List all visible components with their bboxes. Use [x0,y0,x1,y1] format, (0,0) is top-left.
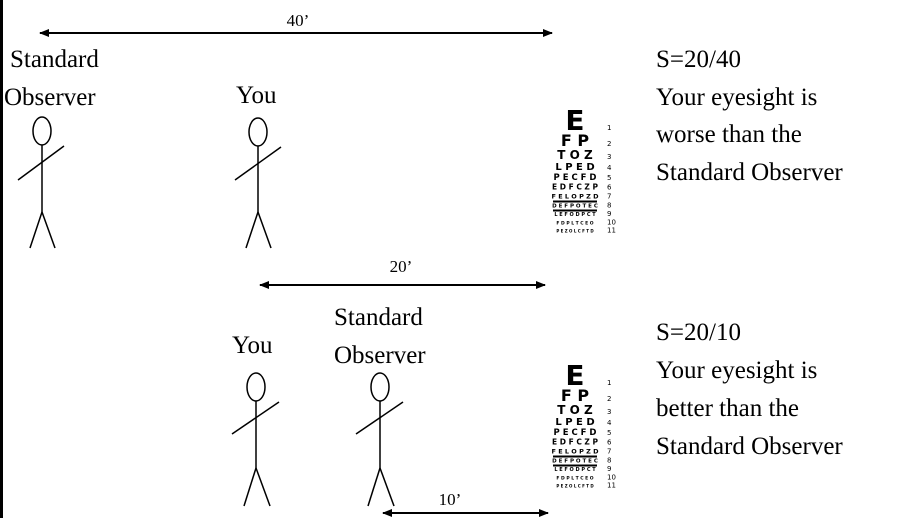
top-result-line3: Standard Observer [656,159,843,186]
bottom-eye-chart-row-1: E [565,359,584,392]
bottom-eye-chart-row-6: E D F C Z P [552,438,598,447]
bottom-you-label: You [232,332,273,359]
top-you-figure [234,117,282,249]
top-eye-chart-row-10: F D P L T C E O [556,221,593,227]
top-eye-chart-row-number-5: 5 [607,174,611,182]
bottom-eye-chart-row-7: F E L O P Z D [552,448,600,456]
bottom-eye-chart-row-number-7: 7 [607,448,611,456]
bottom-observer-label-line1: Standard [334,304,423,331]
top-eye-chart-row-number-1: 1 [607,124,611,132]
bottom-eye-chart-row-4: L P E D [555,417,594,428]
bottom-eye-chart-row-number-3: 3 [607,408,611,416]
top-distance-label: 40’ [287,11,310,30]
bottom-observer-label-line2: Observer [334,342,426,369]
top-eye-chart-row-4: L P E D [555,162,594,173]
top-eye-chart-row-9: L E F O D P C T [554,212,596,218]
bottom-eye-chart-row-9: L E F O D P C T [554,467,596,473]
bottom-eye-chart-row-number-9: 9 [607,465,611,473]
bottom-eye-chart-row-number-5: 5 [607,429,611,437]
bottom-eye-chart-row-8: D E F P O T E C [552,459,598,465]
top-eye-chart-row-6: E D F C Z P [552,183,598,192]
top-eye-chart-row-11: P E Z O L C F T D [556,229,594,234]
top-eye-chart-row-number-10: 10 [607,219,616,227]
bottom-eye-chart-row-3: T O Z [557,403,593,417]
top-eye-chart-row-2: F P [561,131,590,150]
top-eye-chart-row-8: D E F P O T E C [552,204,598,210]
bottom-distance-label: 10’ [439,490,462,509]
top-eye-chart: E 1 F P 2 T O Z 3 L P E D 4 P E C F D 5 E D F C Z … [552,104,616,235]
top-eye-chart-row-number-6: 6 [607,184,612,192]
top-observer-label-line2: Observer [4,84,96,111]
top-you-label: You [236,82,277,109]
bottom-result-line3: Standard Observer [656,433,843,460]
top-eye-chart-row-number-4: 4 [607,164,612,172]
bottom-standard-observer-figure [355,372,404,507]
bottom-eye-chart-row-11: P E Z O L C F T D [556,484,594,489]
top-eye-chart-separator-7 [553,200,597,203]
top-eye-chart-separator-8 [553,209,597,212]
top-eye-chart-row-number-8: 8 [607,202,611,210]
bottom-eye-chart-row-number-2: 2 [607,395,611,403]
bottom-eye-chart: E 1 F P 2 T O Z 3 L P E D 4 P E C F D 5 E D F C Z … [552,359,616,490]
bottom-eye-chart-row-number-6: 6 [607,439,612,447]
bottom-eye-chart-row-5: P E C F D [554,428,597,438]
top-standard-observer-figure [17,116,65,249]
top-eye-chart-row-number-3: 3 [607,153,611,161]
bottom-eye-chart-row-number-8: 8 [607,457,611,465]
you-distance-label: 20’ [390,257,413,276]
bottom-eye-chart-separator-8 [553,464,597,467]
top-eye-chart-row-7: F E L O P Z D [552,193,600,201]
bottom-result-line1: Your eyesight is [656,357,817,384]
top-result-line2: worse than the [656,121,802,148]
bottom-eye-chart-separator-7 [553,455,597,458]
bottom-result-line2: better than the [656,395,799,422]
top-eye-chart-row-number-11: 11 [607,227,616,235]
top-result-score: S=20/40 [656,46,741,73]
top-eye-chart-row-1: E [565,104,584,137]
top-result-line1: Your eyesight is [656,84,817,111]
bottom-eye-chart-row-10: F D P L T C E O [556,476,593,482]
bottom-eye-chart-row-number-11: 11 [607,482,616,490]
top-eye-chart-row-number-2: 2 [607,140,611,148]
bottom-you-figure [231,372,280,507]
bottom-eye-chart-row-number-10: 10 [607,474,616,482]
top-eye-chart-row-3: T O Z [557,148,593,162]
bottom-result-score: S=20/10 [656,319,741,346]
top-observer-label-line1: Standard [10,46,99,73]
bottom-eye-chart-row-number-1: 1 [607,379,611,387]
bottom-eye-chart-row-number-4: 4 [607,419,612,427]
top-eye-chart-row-number-7: 7 [607,193,611,201]
top-eye-chart-row-number-9: 9 [607,210,611,218]
top-eye-chart-row-5: P E C F D [554,173,597,183]
bottom-eye-chart-row-2: F P [561,386,590,405]
